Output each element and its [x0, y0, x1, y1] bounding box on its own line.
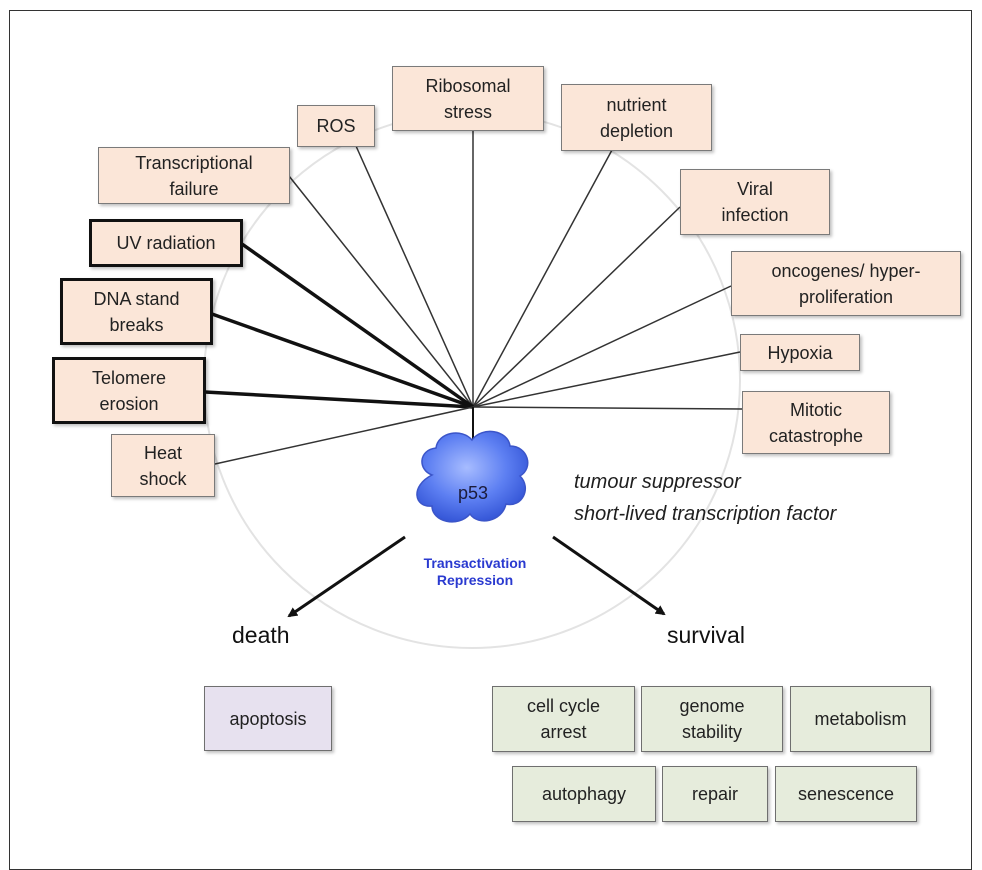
- spoke-uv: [240, 242, 475, 409]
- stress-heat: Heat shock: [111, 434, 215, 497]
- arrow-to-death: [287, 535, 406, 618]
- outcome-autophagy: autophagy: [512, 766, 656, 822]
- spoke-mitotic: [472, 406, 743, 410]
- stress-nutrient: nutrient depletion: [561, 84, 712, 151]
- spoke-ros: [355, 145, 474, 408]
- stress-mitotic-label: Mitotic catastrophe: [768, 399, 864, 446]
- outcome-senescence: senescence: [775, 766, 917, 822]
- stress-ribosomal-label: Ribosomal stress: [425, 75, 511, 122]
- outcome-autophagy-label: autophagy: [541, 784, 627, 804]
- p53-description-line-1: tumour suppressor: [574, 471, 741, 493]
- outcome-cell-cycle-arrest: cell cycle arrest: [492, 686, 635, 752]
- stress-transcriptional-label: Transcriptional failure: [135, 152, 253, 199]
- stress-mitotic: Mitotic catastrophe: [742, 391, 890, 454]
- p53-label: p53: [457, 483, 489, 503]
- spoke-transcriptional: [288, 175, 474, 408]
- stress-oncogenes-label: oncogenes/ hyper-proliferation: [771, 260, 921, 307]
- stress-transcriptional: Transcriptional failure: [98, 147, 290, 204]
- stress-viral: Viral infection: [680, 169, 830, 235]
- stress-hypoxia: Hypoxia: [740, 334, 860, 371]
- spoke-dna: [211, 312, 474, 409]
- outcome-genome-stability-label: genome stability: [679, 696, 745, 742]
- p53-cloud: [416, 430, 529, 523]
- spoke-viral: [472, 206, 681, 408]
- spoke-nutrient: [472, 149, 613, 408]
- stress-oncogenes: oncogenes/ hyper-proliferation: [731, 251, 961, 316]
- stress-telomere-label: Telomere erosion: [91, 367, 167, 414]
- outcome-cell-cycle-arrest-label: cell cycle arrest: [526, 696, 601, 742]
- stress-ros: ROS: [297, 105, 375, 147]
- stress-uv: UV radiation: [89, 219, 243, 267]
- stress-viral-label: Viral infection: [721, 179, 789, 225]
- outcome-apoptosis-label: apoptosis: [229, 708, 307, 729]
- stress-telomere: Telomere erosion: [52, 357, 206, 424]
- repression-label: Repression: [436, 572, 514, 588]
- outcome-repair-label: repair: [691, 784, 739, 804]
- stress-uv-label: UV radiation: [116, 233, 216, 253]
- outcome-senescence-label: senescence: [797, 784, 895, 804]
- stress-spokes: [204, 130, 743, 465]
- survival-heading: survival: [667, 622, 745, 648]
- outcome-metabolism: metabolism: [790, 686, 931, 752]
- outcome-metabolism-label: metabolism: [814, 709, 907, 729]
- outcome-repair: repair: [662, 766, 768, 822]
- arrow-to-survival: [552, 535, 666, 616]
- stress-hypoxia-label: Hypoxia: [767, 342, 833, 363]
- spoke-oncogenes: [472, 285, 732, 408]
- p53-description-line-2: short-lived transcription factor: [574, 503, 837, 525]
- stress-dna-label: DNA stand breaks: [93, 288, 180, 335]
- stress-heat-label: Heat shock: [139, 442, 187, 489]
- outcome-apoptosis: apoptosis: [204, 686, 332, 751]
- stress-nutrient-label: nutrient depletion: [599, 94, 674, 141]
- transactivation-label: Transactivation: [423, 555, 527, 571]
- spoke-telomere: [204, 390, 474, 409]
- stress-ros-label: ROS: [316, 116, 356, 136]
- outcome-genome-stability: genome stability: [641, 686, 783, 752]
- stress-ribosomal: Ribosomal stress: [392, 66, 544, 131]
- spoke-heat: [214, 406, 474, 465]
- death-heading: death: [232, 622, 290, 648]
- stress-dna: DNA stand breaks: [60, 278, 213, 345]
- spoke-hypoxia: [472, 351, 741, 408]
